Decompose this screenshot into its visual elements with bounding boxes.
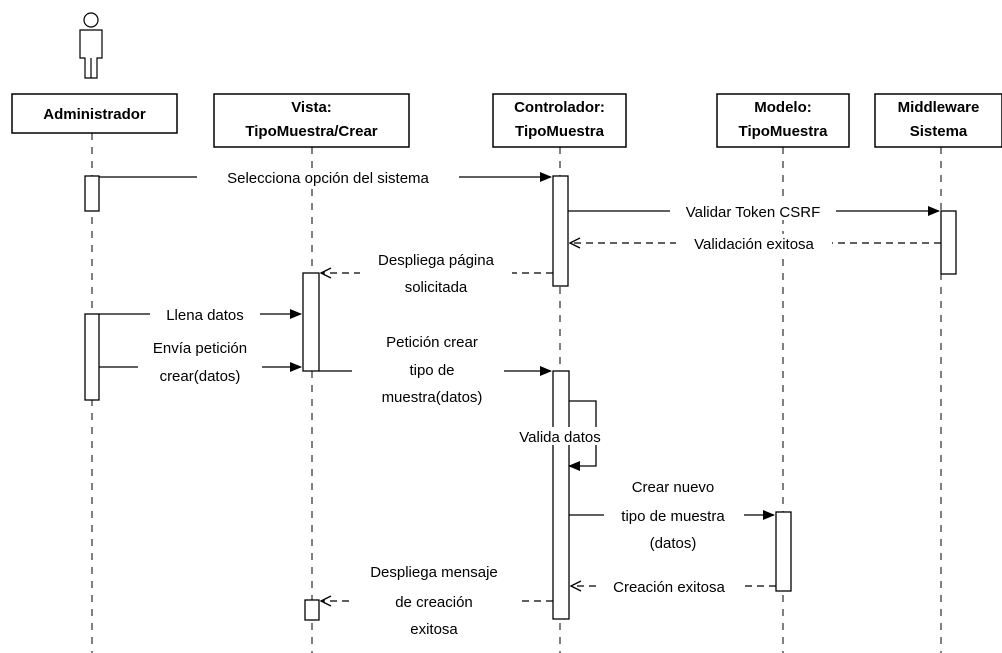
activation-bar [940, 210, 957, 275]
message-label: Crear nuevo [632, 479, 715, 496]
message-validar-token: Validar Token CSRF [568, 202, 940, 221]
message-llena-datos: Llena datos [99, 305, 302, 324]
message-label: Llena datos [166, 307, 244, 324]
participant-modelo: Modelo: TipoMuestra [716, 93, 850, 148]
activation-bar [775, 511, 792, 592]
message-despliega-pagina: Despliega página solicitada [321, 247, 553, 297]
message-label: Valida datos [519, 429, 600, 446]
message-despliega-mensaje: Despliega mensaje de creación exitosa [321, 560, 553, 642]
message-label: Envía petición [153, 340, 247, 357]
message-label: tipo de muestra [621, 508, 725, 525]
activation-bar [552, 370, 570, 620]
message-label: Creación exitosa [613, 579, 725, 596]
message-valida-datos: Valida datos [505, 400, 615, 471]
message-label: de creación [395, 594, 473, 611]
participant-label: Administrador [43, 106, 146, 123]
actor-icon [79, 12, 103, 79]
message-label: crear(datos) [160, 368, 241, 385]
participant-middleware: Middleware Sistema [874, 93, 1002, 148]
participant-label: TipoMuestra [515, 123, 605, 140]
participant-label: Modelo: [754, 99, 812, 116]
participant-label: Middleware [898, 99, 980, 116]
activation-bar [552, 175, 569, 287]
message-label: (datos) [650, 535, 697, 552]
message-label: Validación exitosa [694, 236, 814, 253]
message-label: solicitada [405, 279, 468, 296]
participant-label: TipoMuestra [739, 123, 829, 140]
message-label: exitosa [410, 621, 458, 638]
participant-vista: Vista: TipoMuestra/Crear [213, 93, 410, 148]
message-label: Selecciona opción del sistema [227, 170, 429, 187]
message-crear-nuevo: Crear nuevo tipo de muestra (datos) [569, 476, 775, 554]
activation-bar [304, 599, 320, 621]
message-label: Despliega mensaje [370, 564, 498, 581]
message-label: tipo de [409, 362, 454, 379]
participant-label: Controlador: [514, 99, 605, 116]
message-selecciona-opcion: Selecciona opción del sistema [99, 168, 552, 187]
message-label: muestra(datos) [382, 389, 483, 406]
activation-bar [84, 313, 100, 401]
participant-label: TipoMuestra/Crear [245, 123, 377, 140]
participant-label: Sistema [910, 123, 968, 140]
message-label: Validar Token CSRF [686, 204, 821, 221]
message-label: Petición crear [386, 334, 478, 351]
activation-bar [302, 272, 320, 372]
message-envia-peticion: Envía petición crear(datos) [99, 336, 302, 386]
participant-label: Vista: [291, 99, 332, 116]
message-validacion-exitosa: Validación exitosa [570, 234, 941, 253]
message-label: Despliega página [378, 252, 495, 269]
message-peticion-crear: Petición crear tipo de muestra(datos) [319, 328, 552, 410]
participant-administrador: Administrador [11, 93, 178, 134]
participant-controlador: Controlador: TipoMuestra [492, 93, 627, 148]
activation-bar [84, 175, 100, 212]
message-creacion-exitosa: Creación exitosa [571, 577, 776, 596]
